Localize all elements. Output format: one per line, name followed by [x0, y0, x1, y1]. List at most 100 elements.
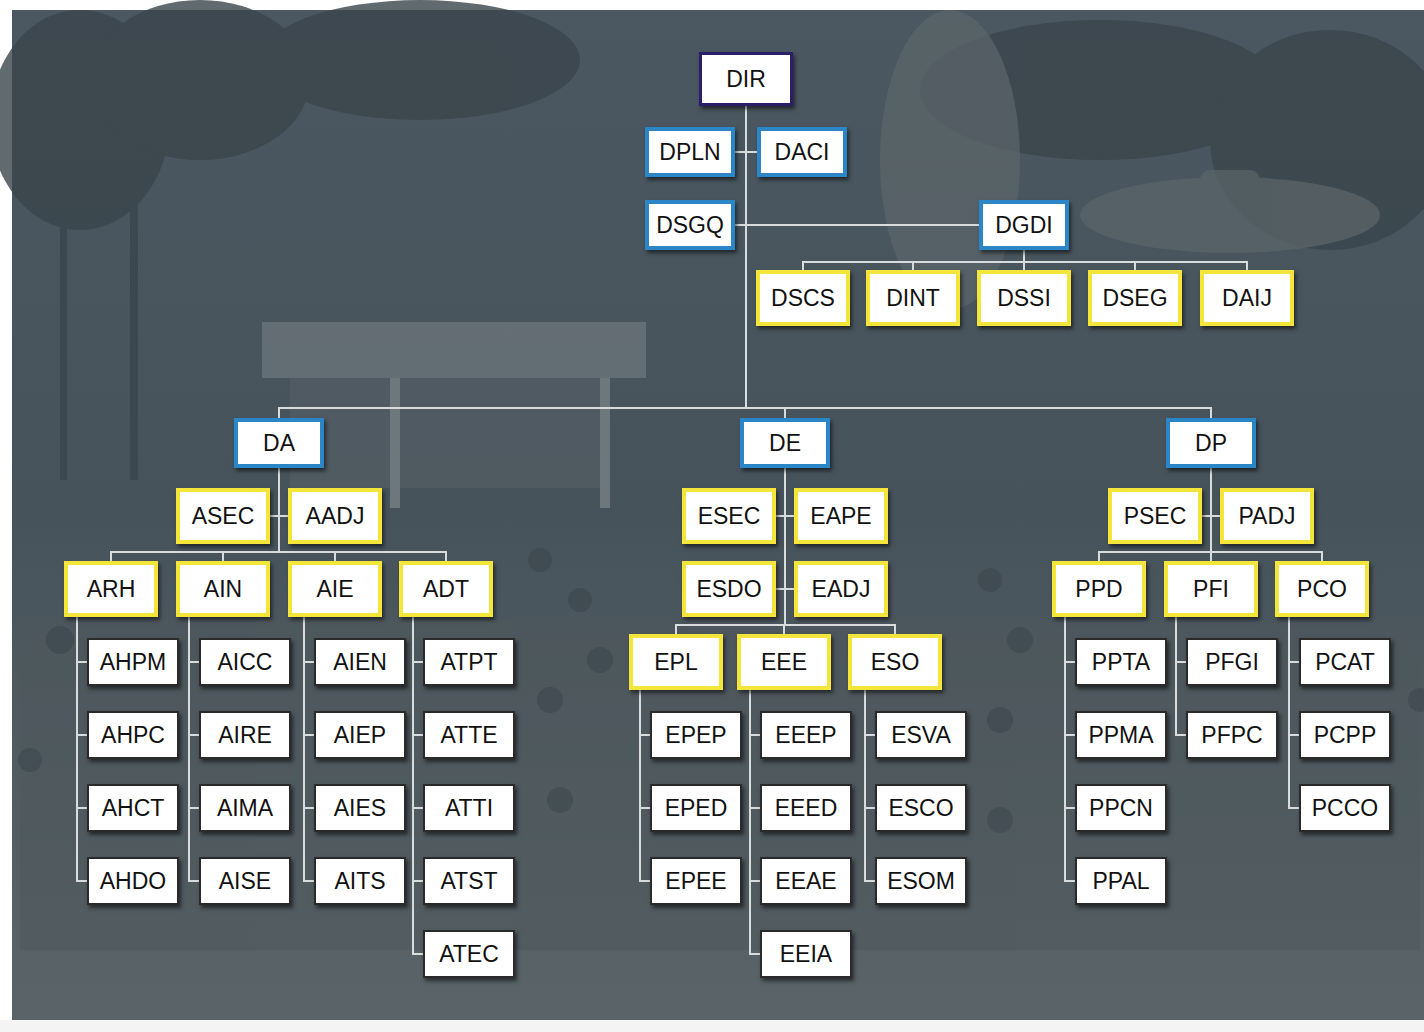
org-connector — [1176, 617, 1186, 662]
org-connector — [279, 106, 746, 418]
org-connector — [865, 690, 875, 808]
unit-code: EPED — [665, 797, 728, 820]
section-box: PPAL — [1075, 857, 1167, 905]
unit-code: DIR — [726, 68, 766, 91]
org-connector — [746, 106, 1211, 418]
org-connector — [1024, 250, 1135, 270]
directorate-box: DE — [740, 418, 830, 468]
org-connector — [913, 250, 1024, 270]
tree-silhouettes — [0, 0, 1424, 480]
section-box: EPEE — [650, 857, 742, 905]
unit-code: ATST — [440, 870, 497, 893]
section-box: EPED — [650, 784, 742, 832]
org-connector — [1099, 468, 1211, 561]
unit-code: EEAE — [775, 870, 836, 893]
unit-code: PCAT — [1315, 651, 1375, 674]
org-connector — [1289, 617, 1299, 662]
org-connector — [1065, 617, 1075, 808]
unit-code: AIEP — [334, 724, 386, 747]
section-box: AISE — [199, 857, 291, 905]
section-box: PCPP — [1299, 711, 1391, 759]
org-connector — [803, 250, 1024, 270]
unit-code: EEE — [761, 651, 807, 674]
org-connector — [1065, 617, 1075, 881]
unit-code: AIN — [204, 578, 242, 601]
unit-code: AIEN — [333, 651, 387, 674]
unit-code: DPLN — [659, 141, 720, 164]
unit-code: DACI — [775, 141, 830, 164]
unit-code: DSEG — [1102, 287, 1167, 310]
org-connector — [1202, 468, 1211, 516]
unit-code: AHPM — [100, 651, 166, 674]
section-box: AIMA — [199, 784, 291, 832]
directorate-box: DPLN — [645, 127, 735, 177]
org-connector — [1289, 617, 1299, 735]
unit-code: ESOM — [887, 870, 955, 893]
section-box: AHPC — [87, 711, 179, 759]
org-connector — [640, 690, 650, 881]
unit-code: AICC — [218, 651, 273, 674]
directorate-box: DP — [1166, 418, 1256, 468]
org-connector — [279, 468, 446, 561]
section-box: AIEN — [314, 638, 406, 686]
org-connector — [865, 690, 875, 735]
section-box: EEIA — [760, 930, 852, 978]
unit-code: AHPC — [101, 724, 165, 747]
directorate-box: DA — [234, 418, 324, 468]
org-connector — [413, 617, 423, 735]
org-connector — [1176, 617, 1186, 735]
unit-code: ESO — [871, 651, 920, 674]
unit-code: AITS — [334, 870, 385, 893]
division-box: ESO — [848, 634, 942, 690]
org-connector — [750, 690, 760, 954]
unit-code: ARH — [87, 578, 136, 601]
unit-code: PCCO — [1312, 797, 1378, 820]
director-box: DIR — [699, 52, 793, 106]
unit-code: DINT — [886, 287, 940, 310]
section-box: AIEP — [314, 711, 406, 759]
unit-code: ESEC — [698, 505, 761, 528]
org-connector — [77, 617, 87, 735]
org-connector — [746, 106, 757, 152]
division-box: PFI — [1164, 561, 1258, 617]
division-box: ESEC — [682, 488, 776, 544]
section-box: ATTI — [423, 784, 515, 832]
division-box: PPD — [1052, 561, 1146, 617]
unit-code: PFI — [1193, 578, 1229, 601]
unit-code: PCPP — [1314, 724, 1377, 747]
unit-code: AHDO — [100, 870, 166, 893]
unit-code: PADJ — [1238, 505, 1295, 528]
org-connector — [77, 617, 87, 881]
org-connector — [279, 468, 288, 516]
org-connector — [640, 690, 650, 808]
org-connector — [189, 617, 199, 735]
section-box: AITS — [314, 857, 406, 905]
division-box: EEE — [737, 634, 831, 690]
directorate-box: DGDI — [979, 200, 1069, 250]
org-connector — [413, 617, 423, 808]
unit-code: EEEP — [775, 724, 836, 747]
org-connector — [189, 617, 199, 808]
section-box: EEED — [760, 784, 852, 832]
division-box: DAIJ — [1200, 270, 1294, 326]
section-box: PFPC — [1186, 711, 1278, 759]
section-box: PPCN — [1075, 784, 1167, 832]
section-box: EEEP — [760, 711, 852, 759]
division-box: DSEG — [1088, 270, 1182, 326]
directorate-box: DSGQ — [645, 200, 735, 250]
unit-code: ESCO — [888, 797, 953, 820]
unit-code: EAPE — [810, 505, 871, 528]
division-box: DSSI — [977, 270, 1071, 326]
section-box: ESOM — [875, 857, 967, 905]
unit-code: DSSI — [997, 287, 1051, 310]
org-connector — [776, 468, 785, 589]
unit-code: PPMA — [1088, 724, 1153, 747]
division-box: PCO — [1275, 561, 1369, 617]
division-box: ARH — [64, 561, 158, 617]
division-box: ADT — [399, 561, 493, 617]
section-box: EEAE — [760, 857, 852, 905]
section-box: ATPT — [423, 638, 515, 686]
org-connector — [413, 617, 423, 881]
bottom-band — [0, 1020, 1424, 1032]
unit-code: EPEE — [665, 870, 726, 893]
